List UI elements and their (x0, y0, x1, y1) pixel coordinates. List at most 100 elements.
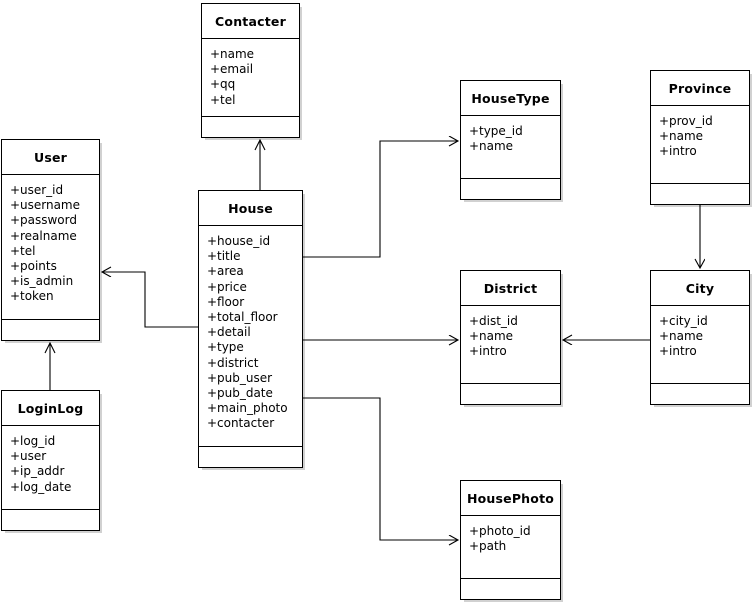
visibility-marker: + (659, 314, 670, 328)
class-name-city: City (651, 271, 749, 306)
visibility-marker: + (469, 524, 480, 538)
attribute-row: +area (205, 264, 302, 279)
visibility-marker: + (207, 249, 218, 264)
method-compartment-contacter (202, 117, 299, 137)
method-compartment-district (461, 384, 560, 404)
attribute-name: token (20, 289, 54, 304)
class-name-housetype: HouseType (461, 81, 560, 116)
attribute-name: intro (479, 344, 507, 359)
class-box-loginlog[interactable]: LoginLog+log_id+user+ip_addr+log_date (1, 390, 100, 531)
attribute-row: +intro (467, 344, 560, 359)
class-name-province: Province (651, 71, 749, 106)
attribute-row: +district (205, 356, 302, 371)
attribute-row: +email (208, 62, 299, 77)
attribute-row: +dist_id (467, 314, 560, 329)
class-name-district: District (461, 271, 560, 306)
attribute-name: tel (220, 92, 236, 107)
visibility-marker: + (210, 92, 221, 107)
attribute-row: +name (657, 329, 749, 344)
class-box-district[interactable]: District+dist_id+name+intro (460, 270, 561, 405)
attribute-row: +price (205, 280, 302, 295)
class-box-user[interactable]: User+user_id+username+password+realname+… (1, 139, 100, 341)
attribute-name: title (217, 249, 241, 264)
attribute-row: +realname (8, 229, 99, 244)
attribute-row: +type (205, 340, 302, 355)
attribute-name: log_date (20, 479, 72, 494)
visibility-marker: + (469, 344, 480, 359)
visibility-marker: + (207, 370, 218, 385)
attribute-name: name (669, 129, 704, 144)
visibility-marker: + (659, 329, 670, 344)
visibility-marker: + (210, 47, 221, 61)
attribute-name: pub_user (217, 370, 273, 385)
class-box-housetype[interactable]: HouseType+type_id+name (460, 80, 561, 200)
method-compartment-housephoto (461, 579, 560, 599)
attribute-name: area (217, 264, 244, 279)
class-box-housephoto[interactable]: HousePhoto+photo_id+path (460, 480, 561, 600)
attribute-name: name (220, 47, 255, 61)
attribute-name: tel (20, 243, 36, 258)
visibility-marker: + (207, 325, 218, 340)
visibility-marker: + (207, 416, 218, 431)
attribute-name: user (20, 449, 47, 464)
attribute-name: prov_id (669, 114, 713, 128)
attribute-row: +name (467, 139, 560, 154)
attribute-compartment-user: +user_id+username+password+realname+tel+… (2, 175, 99, 320)
visibility-marker: + (210, 77, 221, 92)
class-box-contacter[interactable]: Contacter+name+email+qq+tel (201, 3, 300, 138)
attribute-row: +is_admin (8, 274, 99, 289)
visibility-marker: + (10, 243, 21, 258)
attribute-row: +intro (657, 344, 749, 359)
visibility-marker: + (10, 228, 21, 243)
attribute-name: city_id (669, 314, 708, 328)
attribute-row: +points (8, 259, 99, 274)
attribute-compartment-district: +dist_id+name+intro (461, 306, 560, 384)
relation-house-housetype (303, 141, 458, 258)
attribute-row: +prov_id (657, 114, 749, 129)
relation-house-user (102, 272, 198, 328)
attribute-name: intro (669, 144, 697, 159)
visibility-marker: + (10, 449, 21, 464)
class-box-province[interactable]: Province+prov_id+name+intro (650, 70, 750, 205)
visibility-marker: + (207, 355, 218, 370)
visibility-marker: + (659, 129, 670, 144)
visibility-marker: + (469, 139, 480, 154)
attribute-row: +tel (208, 93, 299, 108)
method-compartment-loginlog (2, 510, 99, 530)
attribute-name: dist_id (479, 314, 518, 328)
visibility-marker: + (469, 124, 480, 138)
attribute-row: +username (8, 198, 99, 213)
attribute-name: name (669, 329, 704, 344)
attribute-name: type (217, 340, 244, 355)
class-name-loginlog: LoginLog (2, 391, 99, 426)
attribute-name: price (217, 279, 247, 294)
attribute-row: +pub_date (205, 386, 302, 401)
class-box-city[interactable]: City+city_id+name+intro (650, 270, 750, 405)
visibility-marker: + (10, 434, 21, 448)
visibility-marker: + (659, 344, 670, 359)
visibility-marker: + (207, 279, 218, 294)
attribute-row: +token (8, 289, 99, 304)
attribute-row: +floor (205, 295, 302, 310)
class-box-house[interactable]: House+house_id+title+area+price+floor+to… (198, 190, 303, 468)
attribute-row: +password (8, 213, 99, 228)
attribute-name: type_id (479, 124, 523, 138)
method-compartment-province (651, 184, 749, 204)
method-compartment-user (2, 320, 99, 340)
attribute-name: name (479, 329, 514, 344)
visibility-marker: + (10, 198, 21, 213)
attribute-row: +title (205, 249, 302, 264)
visibility-marker: + (207, 340, 218, 355)
class-name-contacter: Contacter (202, 4, 299, 39)
attribute-name: contacter (217, 416, 275, 431)
attribute-compartment-house: +house_id+title+area+price+floor+total_f… (199, 226, 302, 447)
attribute-name: photo_id (479, 524, 531, 538)
method-compartment-house (199, 447, 302, 467)
class-name-house: House (199, 191, 302, 226)
attribute-name: floor (217, 294, 245, 309)
visibility-marker: + (469, 329, 480, 344)
attribute-compartment-housetype: +type_id+name (461, 116, 560, 179)
visibility-marker: + (207, 310, 218, 325)
visibility-marker: + (659, 144, 670, 159)
